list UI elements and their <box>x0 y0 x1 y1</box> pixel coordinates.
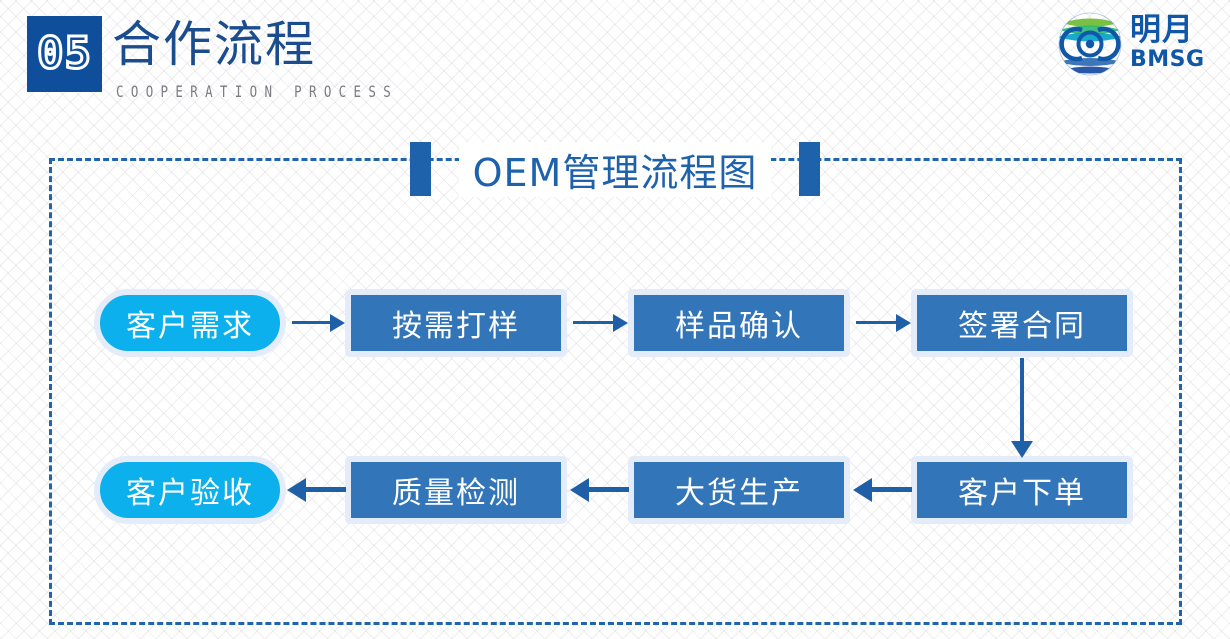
flow-node-label: 客户下单 <box>958 476 1086 511</box>
connector-arrowhead-requirement-to-sampling <box>330 314 345 332</box>
flow-node-customer-acceptance[interactable]: 客户验收 <box>94 456 286 524</box>
flow-node-label: 质量检测 <box>392 476 520 511</box>
connector-arrowhead-inspection-to-acceptance <box>287 478 306 502</box>
flow-node-label: 客户需求 <box>126 309 254 344</box>
connector-arrowhead-production-to-inspection <box>570 478 589 502</box>
flow-node-sign-contract[interactable]: 签署合同 <box>911 289 1133 357</box>
flow-node-bulk-production[interactable]: 大货生产 <box>628 456 850 524</box>
flow-node-quality-inspection[interactable]: 质量检测 <box>345 456 567 524</box>
connector-line-sampling-to-sample-confirmation <box>573 321 615 324</box>
chart-title-row: OEM管理流程图 <box>0 140 1230 198</box>
connector-line-contract-to-order <box>1020 358 1024 445</box>
section-number-badge: 05 <box>27 16 102 92</box>
flow-diagram-container <box>49 158 1182 625</box>
connector-line-requirement-to-sampling <box>292 321 332 324</box>
flow-node-customer-order[interactable]: 客户下单 <box>911 456 1133 524</box>
flow-node-label: 按需打样 <box>392 309 520 344</box>
connector-arrowhead-contract-to-order <box>1011 441 1033 458</box>
flow-node-label: 样品确认 <box>675 309 803 344</box>
brand-name-cn: 明月 <box>1130 12 1194 48</box>
flow-node-customer-requirement[interactable]: 客户需求 <box>94 289 286 357</box>
connector-arrowhead-order-to-production <box>853 478 872 502</box>
connector-line-production-to-inspection <box>589 487 629 492</box>
flow-node-label: 客户验收 <box>126 476 254 511</box>
flow-node-label: 签署合同 <box>958 309 1086 344</box>
connector-arrowhead-sample-confirmation-to-contract <box>896 314 911 332</box>
brand-logo: 明月 BMSG <box>1056 8 1216 82</box>
title-accent-bar-left <box>409 142 431 196</box>
page-subtitle: COOPERATION PROCESS <box>116 82 399 101</box>
connector-line-order-to-production <box>872 487 912 492</box>
connector-line-sample-confirmation-to-contract <box>856 321 898 324</box>
brand-name-en: BMSG <box>1130 46 1205 72</box>
flow-node-sampling-on-demand[interactable]: 按需打样 <box>345 289 567 357</box>
page-title: 合作流程 <box>112 17 317 72</box>
connector-arrowhead-sampling-to-sample-confirmation <box>613 314 628 332</box>
slide-header: 05 合作流程 COOPERATION PROCESS <box>0 0 1230 118</box>
flow-node-sample-confirmation[interactable]: 样品确认 <box>628 289 850 357</box>
title-accent-bar-right <box>799 142 821 196</box>
connector-line-inspection-to-acceptance <box>306 487 346 492</box>
section-number-text: 05 <box>36 28 93 79</box>
brand-logo-text: 明月 BMSG <box>1130 14 1216 71</box>
mingyue-circular-emblem-icon <box>1058 12 1122 76</box>
chart-title: OEM管理流程图 <box>458 141 772 197</box>
flow-node-label: 大货生产 <box>675 476 803 511</box>
